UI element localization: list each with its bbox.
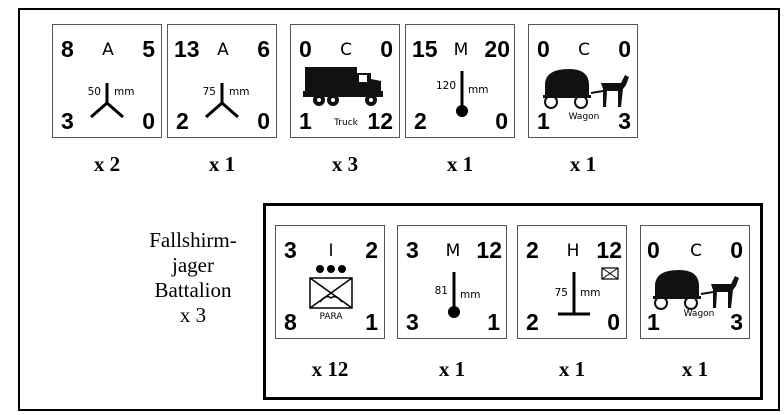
svg-text:0: 0 — [299, 36, 312, 62]
horse-wagon-icon — [543, 69, 629, 109]
svg-text:PARA: PARA — [319, 312, 343, 322]
svg-text:mm: mm — [468, 84, 488, 96]
quantity-label: x 1 — [208, 152, 236, 176]
svg-text:mm: mm — [229, 86, 249, 98]
svg-text:C: C — [690, 241, 702, 261]
svg-text:12: 12 — [596, 237, 622, 263]
svg-text:8: 8 — [61, 36, 74, 62]
counter-truck: 0 C 0 1 12 Truck — [290, 24, 400, 138]
envelope-icon — [601, 267, 619, 280]
svg-text:8: 8 — [284, 309, 297, 335]
svg-text:3: 3 — [730, 309, 743, 335]
svg-text:mm: mm — [114, 86, 134, 98]
counter-mortar-81mm: 3 M 12 3 1 81 mm — [397, 225, 507, 339]
quantity-label: x 1 — [438, 357, 466, 381]
svg-text:H: H — [567, 241, 580, 261]
anti-tank-gun-icon — [205, 83, 239, 119]
counter-howitzer-75mm: 2 H 12 2 0 75 mm — [517, 225, 627, 339]
svg-text:1: 1 — [647, 309, 660, 335]
svg-text:6: 6 — [257, 36, 270, 62]
anti-tank-gun-icon — [90, 83, 124, 119]
svg-text:0: 0 — [730, 237, 743, 263]
svg-text:mm: mm — [580, 287, 600, 299]
svg-text:3: 3 — [406, 309, 419, 335]
svg-text:1: 1 — [537, 108, 550, 134]
counter-mortar-120mm: 15 M 20 2 0 120 mm — [405, 24, 515, 138]
mortar-icon — [456, 71, 468, 117]
svg-text:1: 1 — [365, 309, 378, 335]
svg-text:A: A — [102, 40, 114, 60]
svg-text:75: 75 — [555, 287, 568, 299]
truck-icon — [303, 67, 383, 106]
counter-at-gun-50mm: 8 A 5 3 0 50 mm — [52, 24, 162, 138]
infantry-gun-icon — [558, 272, 590, 316]
svg-text:I: I — [328, 241, 333, 261]
svg-text:2: 2 — [526, 309, 539, 335]
svg-text:12: 12 — [476, 237, 502, 263]
counter-at-gun-75mm: 13 A 6 2 0 75 mm — [167, 24, 277, 138]
svg-text:81: 81 — [435, 285, 448, 297]
quantity-label: x 3 — [331, 152, 359, 176]
counter-wagon: 0 C 0 1 3 Wagon — [640, 225, 750, 339]
battalion-size-dots-icon — [316, 265, 346, 273]
svg-text:3: 3 — [61, 108, 74, 134]
svg-text:0: 0 — [142, 108, 155, 134]
svg-text:3: 3 — [406, 237, 419, 263]
horse-wagon-icon — [653, 270, 739, 310]
svg-text:Truck: Truck — [333, 118, 359, 128]
quantity-label: x 1 — [681, 357, 709, 381]
quantity-label: x 1 — [446, 152, 474, 176]
svg-text:75: 75 — [203, 86, 216, 98]
svg-text:mm: mm — [460, 289, 480, 301]
quantity-label: x 2 — [93, 152, 121, 176]
order-of-battle-frame — [18, 8, 780, 411]
svg-text:0: 0 — [607, 309, 620, 335]
quantity-label: x 12 — [311, 357, 349, 381]
svg-text:Wagon: Wagon — [684, 309, 715, 319]
svg-text:120: 120 — [436, 80, 456, 92]
svg-text:C: C — [340, 40, 352, 60]
svg-text:0: 0 — [537, 36, 550, 62]
svg-text:15: 15 — [412, 36, 438, 62]
svg-text:0: 0 — [618, 36, 631, 62]
svg-text:M: M — [454, 40, 469, 60]
counter-para-infantry: 3 I 2 8 1 PARA — [275, 225, 385, 339]
parachute-infantry-icon — [309, 277, 353, 309]
svg-text:12: 12 — [367, 108, 393, 134]
svg-text:2: 2 — [176, 108, 189, 134]
svg-text:0: 0 — [495, 108, 508, 134]
battalion-box — [263, 203, 763, 400]
svg-text:20: 20 — [484, 36, 510, 62]
quantity-label: x 1 — [558, 357, 586, 381]
svg-text:A: A — [217, 40, 229, 60]
svg-text:C: C — [578, 40, 590, 60]
svg-text:0: 0 — [380, 36, 393, 62]
svg-text:Wagon: Wagon — [569, 112, 600, 122]
counter-wagon: 0 C 0 1 3 Wagon — [528, 24, 638, 138]
svg-text:13: 13 — [174, 36, 200, 62]
svg-text:2: 2 — [414, 108, 427, 134]
quantity-label: x 1 — [569, 152, 597, 176]
battalion-name: Fallshirm- jager Battalion x 3 — [149, 228, 237, 327]
svg-text:M: M — [446, 241, 461, 261]
svg-text:0: 0 — [647, 237, 660, 263]
svg-text:2: 2 — [365, 237, 378, 263]
svg-text:5: 5 — [142, 36, 155, 62]
svg-text:3: 3 — [618, 108, 631, 134]
svg-text:1: 1 — [487, 309, 500, 335]
svg-text:1: 1 — [299, 108, 312, 134]
svg-text:3: 3 — [284, 237, 297, 263]
svg-text:0: 0 — [257, 108, 270, 134]
svg-text:50: 50 — [88, 86, 101, 98]
mortar-icon — [448, 272, 460, 318]
svg-text:2: 2 — [526, 237, 539, 263]
